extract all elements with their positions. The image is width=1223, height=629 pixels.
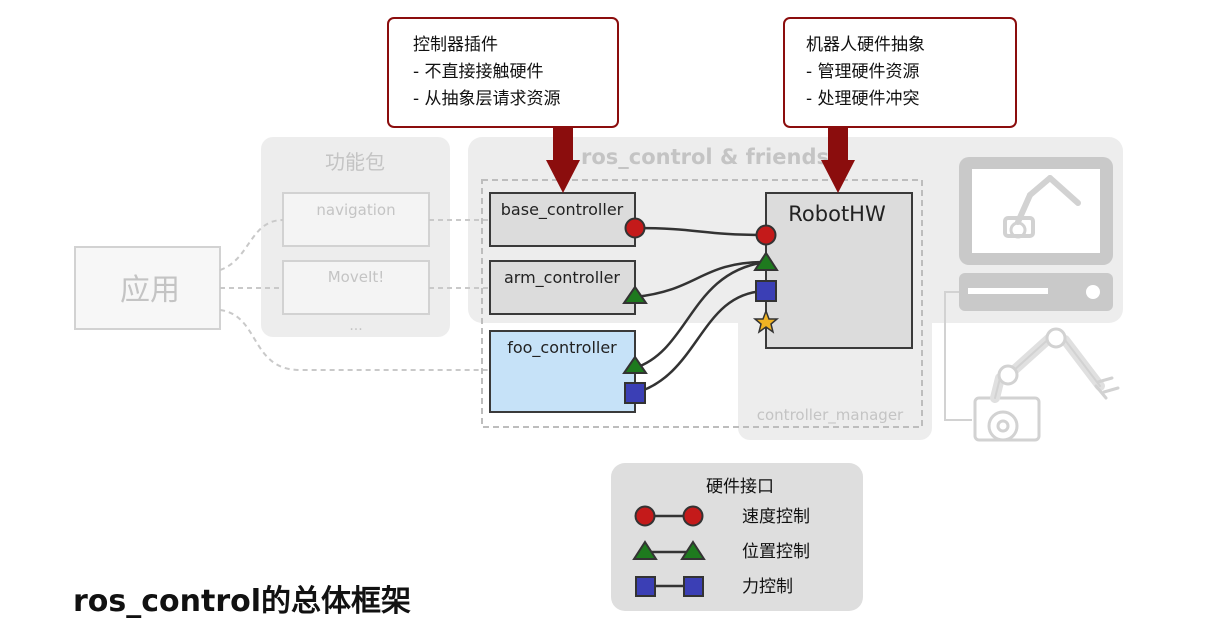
robothw-box xyxy=(765,192,913,349)
connection-arm-robothw xyxy=(634,260,767,299)
controller-manager-label: controller_manager xyxy=(757,406,904,425)
connection-foo-position xyxy=(634,260,767,370)
controller-plugin-line: - 不直接接触硬件 xyxy=(413,62,544,82)
down-arrow-icon xyxy=(546,126,580,193)
velocity-interface-icon xyxy=(634,505,656,527)
legend-label-effort: 力控制 xyxy=(742,577,793,597)
function-packages-title: 功能包 xyxy=(325,150,385,174)
application-label: 应用 xyxy=(120,273,180,308)
legend-label-velocity: 速度控制 xyxy=(742,507,810,527)
robot-hw-callout-line: - 处理硬件冲突 xyxy=(806,89,920,109)
controller-plugin-callout xyxy=(387,17,619,128)
application-box xyxy=(74,246,221,330)
velocity-interface-icon xyxy=(755,224,777,246)
package-label-moveit: MoveIt! xyxy=(328,268,385,286)
computer-icon xyxy=(959,157,1113,311)
robot-hw-callout xyxy=(783,17,1017,128)
effort-interface-icon xyxy=(755,280,777,302)
robot-arm-icon xyxy=(973,327,1120,442)
figure-caption: ros_control的总体框架 xyxy=(73,584,411,619)
arm-controller-box xyxy=(489,260,636,315)
position-interface-icon xyxy=(622,285,648,304)
position-interface-icon xyxy=(622,355,648,374)
package-box-moveit xyxy=(282,260,430,315)
foo-controller-label: foo_controller xyxy=(507,338,617,358)
velocity-interface-icon xyxy=(624,217,646,239)
down-arrow-icon xyxy=(821,126,855,193)
connection-base-robothw xyxy=(634,226,767,237)
legend-title: 硬件接口 xyxy=(706,477,774,497)
base-controller-box xyxy=(489,192,636,247)
controller-plugin-title: 控制器插件 xyxy=(413,35,498,55)
package-label-more: ... xyxy=(349,318,362,334)
effort-interface-icon xyxy=(635,576,656,597)
effort-interface-icon xyxy=(683,576,704,597)
star-icon xyxy=(752,308,780,334)
robothw-label: RobotHW xyxy=(788,202,886,226)
ros-control-region-title: ros_control & friends xyxy=(581,145,829,169)
velocity-interface-icon xyxy=(682,505,704,527)
position-interface-icon xyxy=(632,540,658,560)
foo-controller-box xyxy=(489,330,636,413)
package-box-navigation xyxy=(282,192,430,247)
controllers-frame xyxy=(481,179,923,428)
controller-plugin-line: - 从抽象层请求资源 xyxy=(413,89,561,109)
dashed-link-app-navigation xyxy=(219,219,284,271)
dashed-link-app-foo xyxy=(219,309,490,371)
effort-interface-icon xyxy=(624,382,646,404)
robot-hw-callout-title: 机器人硬件抽象 xyxy=(806,35,925,55)
robot-hw-callout-line: - 管理硬件资源 xyxy=(806,62,920,82)
interface-connections xyxy=(634,226,767,395)
arm-controller-label: arm_controller xyxy=(504,268,620,288)
base-controller-label: base_controller xyxy=(501,200,624,220)
position-interface-icon xyxy=(680,540,706,560)
position-interface-icon xyxy=(753,251,779,271)
connection-foo-effort xyxy=(634,289,767,395)
package-label-navigation: navigation xyxy=(316,201,395,219)
legend-panel xyxy=(611,463,863,611)
dashed-connectors xyxy=(219,219,490,371)
legend-label-position: 位置控制 xyxy=(742,542,810,562)
cable-line xyxy=(944,291,972,421)
